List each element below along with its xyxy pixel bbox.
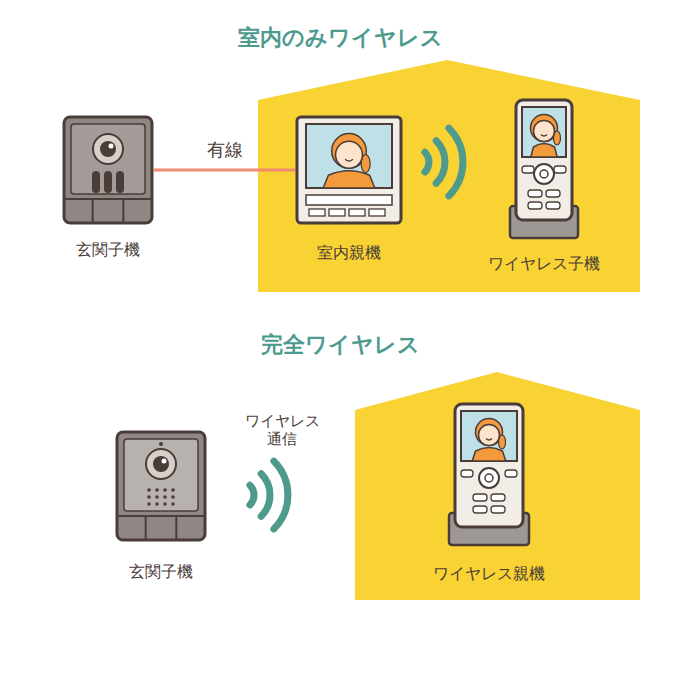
- speaker-hole: [171, 488, 175, 492]
- handset-key: [505, 470, 517, 477]
- door-unit-strip: [117, 515, 205, 517]
- wave: [261, 474, 270, 516]
- device-label: ワイヤレス親機: [433, 564, 545, 583]
- handset-body: [455, 404, 523, 527]
- door-unit-face: [124, 439, 198, 511]
- person-body: [323, 171, 375, 188]
- speaker-hole: [171, 502, 175, 506]
- wave: [250, 485, 254, 505]
- handset-key: [473, 506, 487, 513]
- wireless-waves: [250, 461, 288, 529]
- handset-key: [461, 470, 473, 477]
- wire-label: 有線: [207, 138, 243, 162]
- speaker-hole: [147, 495, 151, 499]
- person-smile: [541, 135, 547, 137]
- house: [258, 60, 640, 292]
- person-body: [472, 448, 506, 462]
- section-heading: 完全ワイヤレス: [261, 330, 420, 360]
- camera-ring: [146, 449, 176, 479]
- handset-dial-center: [485, 474, 493, 482]
- speaker-hole: [163, 502, 167, 506]
- speaker-slot: [92, 171, 100, 193]
- camera-glint: [109, 144, 114, 149]
- door-unit-face: [71, 124, 145, 194]
- door-unit-button-edge: [175, 516, 177, 540]
- monitor-screen: [306, 124, 392, 188]
- device-label: ワイヤレス子機: [488, 254, 600, 273]
- person-body: [531, 144, 557, 158]
- speaker-hole: [147, 502, 151, 506]
- person-smile: [345, 159, 353, 161]
- wave: [425, 152, 429, 172]
- speaker-hole: [155, 488, 159, 492]
- monitor-button: [309, 209, 325, 216]
- person-face: [534, 121, 555, 142]
- wire: [154, 169, 295, 172]
- handset-body: [516, 100, 572, 220]
- handset-dial: [479, 468, 499, 488]
- handset-dial: [534, 164, 554, 184]
- speaker-hole: [155, 495, 159, 499]
- wireless-waves: [425, 128, 463, 196]
- handset-key: [546, 190, 560, 197]
- door-illustration: [115, 430, 207, 542]
- camera-ring: [93, 134, 123, 164]
- monitor-illustration: [295, 115, 403, 225]
- monitor-button: [369, 209, 385, 216]
- monitor-body: [297, 117, 401, 223]
- section-heading: 室内のみワイヤレス: [238, 23, 443, 53]
- speaker-slot: [104, 171, 112, 193]
- monitor-device: 室内親機: [295, 115, 403, 225]
- handset-key: [522, 166, 534, 173]
- monitor-panel: [306, 195, 392, 205]
- door-unit-body: [64, 117, 152, 223]
- door-unit-body: [117, 432, 205, 540]
- speaker-slot: [116, 171, 124, 193]
- handset-device: ワイヤレス子機: [508, 98, 580, 240]
- house: [355, 372, 640, 600]
- camera-lens: [153, 456, 169, 472]
- handset-screen: [522, 107, 566, 157]
- person-face: [336, 141, 363, 168]
- wave: [274, 461, 288, 529]
- person-face: [479, 425, 500, 446]
- handset-key: [473, 494, 487, 501]
- device-label: 室内親機: [317, 243, 381, 262]
- monitor-button: [329, 209, 345, 216]
- handset-device: ワイヤレス親機: [447, 402, 531, 547]
- handset-dial-center: [540, 170, 548, 178]
- handset-key: [491, 506, 505, 513]
- door-unit-button-edge: [92, 199, 94, 223]
- wave: [436, 141, 445, 183]
- speaker-hole: [147, 488, 151, 492]
- camera-glint: [162, 459, 167, 464]
- sensor-dot: [159, 442, 163, 446]
- speaker-hole: [171, 495, 175, 499]
- person-smile: [486, 439, 492, 441]
- speaker-hole: [155, 502, 159, 506]
- speaker-hole: [163, 488, 167, 492]
- door-device: 玄関子機: [62, 115, 154, 225]
- wireless-label: ワイヤレス 通信: [240, 412, 324, 448]
- handset-key: [554, 166, 566, 173]
- camera-lens: [100, 141, 116, 157]
- handset-illustration: [508, 98, 580, 240]
- door-unit-button-edge: [122, 199, 124, 223]
- door-device: 玄関子機: [115, 430, 207, 542]
- handset-screen: [461, 411, 517, 461]
- wave: [449, 128, 463, 196]
- handset-illustration: [447, 402, 531, 547]
- door-unit-button-edge: [145, 516, 147, 540]
- monitor-button: [349, 209, 365, 216]
- handset-key: [528, 202, 542, 209]
- handset-key: [491, 494, 505, 501]
- device-label: 玄関子機: [129, 562, 193, 581]
- door-illustration: [62, 115, 154, 225]
- door-unit-strip: [64, 198, 152, 200]
- handset-key: [546, 202, 560, 209]
- device-label: 玄関子機: [76, 240, 140, 259]
- handset-key: [528, 190, 542, 197]
- speaker-hole: [163, 495, 167, 499]
